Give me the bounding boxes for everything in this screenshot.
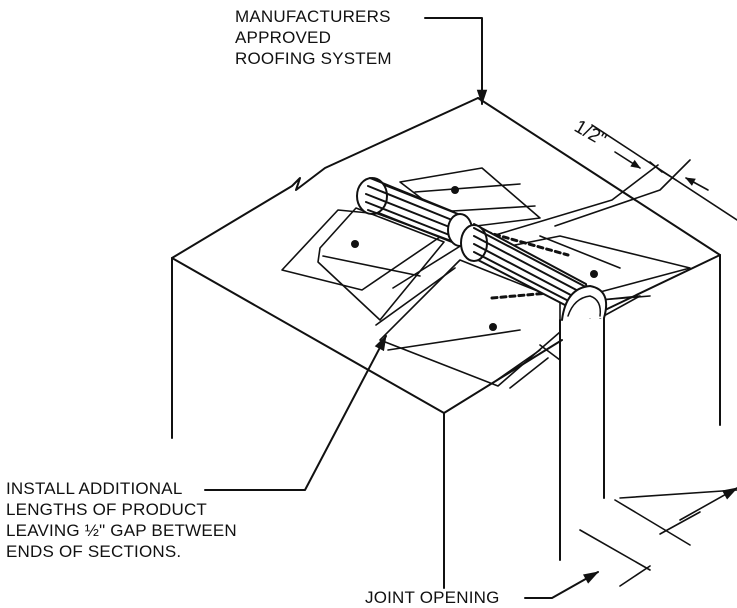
parapet-walls	[171, 254, 721, 589]
callout-line: LENGTHS OF PRODUCT	[6, 500, 208, 519]
callout-line: JOINT OPENING	[365, 588, 500, 607]
joint-opening-leader	[524, 571, 600, 599]
joint-opening-callout: JOINT OPENING	[365, 587, 500, 608]
callout-line: INSTALL ADDITIONAL	[6, 479, 183, 498]
fastener-dots	[351, 186, 598, 331]
install-note-callout: INSTALL ADDITIONAL LENGTHS OF PRODUCT LE…	[6, 478, 237, 562]
callout-line: LEAVING ½" GAP BETWEEN	[6, 521, 237, 540]
roof-deck-outline	[171, 97, 721, 414]
callout-line: APPROVED	[235, 28, 332, 47]
install-note-leader	[204, 334, 387, 491]
roofing-system-leader	[424, 17, 488, 106]
section-gap	[375, 159, 691, 326]
joint-opening-dimension	[579, 487, 737, 587]
gap-dimension-label: 1/2"	[571, 116, 610, 151]
callout-line: MANUFACTURERS	[235, 7, 391, 26]
callout-line: ENDS OF SECTIONS.	[6, 542, 182, 561]
callout-line: ROOFING SYSTEM	[235, 49, 392, 68]
joint-cover-tube-right	[460, 223, 608, 321]
roofing-system-callout: MANUFACTURERS APPROVED ROOFING SYSTEM	[235, 6, 392, 69]
gap-dimension	[591, 124, 737, 221]
